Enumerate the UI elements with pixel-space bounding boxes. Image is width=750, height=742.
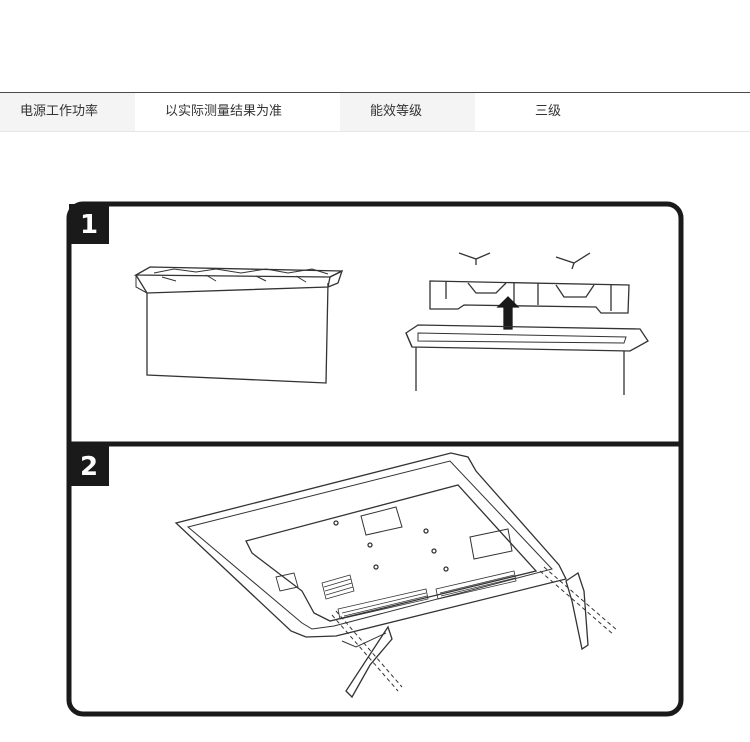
step-2-number: 2: [80, 452, 98, 482]
top-divider: [0, 92, 750, 93]
step-2-badge: 2: [69, 446, 109, 486]
spec-value-power: 以实际测量结果为准: [165, 104, 283, 119]
spec-label-energy-class: 能效等级: [340, 93, 475, 131]
step-1-badge: 1: [69, 204, 109, 244]
spec-label-power: 电源工作功率: [0, 93, 135, 131]
box-with-tv-illustration: [133, 266, 344, 384]
spec-table: 电源工作功率 以实际测量结果为准 能效等级 三级: [0, 93, 750, 132]
foam-removal-illustration: [405, 252, 649, 395]
spec-value-energy-class: 三级: [535, 104, 562, 119]
step-1-number: 1: [80, 210, 98, 240]
manual-frame: [66, 201, 684, 717]
tv-stand-attachment-illustration: [174, 452, 619, 699]
installation-manual-figure: 1 2: [66, 201, 684, 717]
